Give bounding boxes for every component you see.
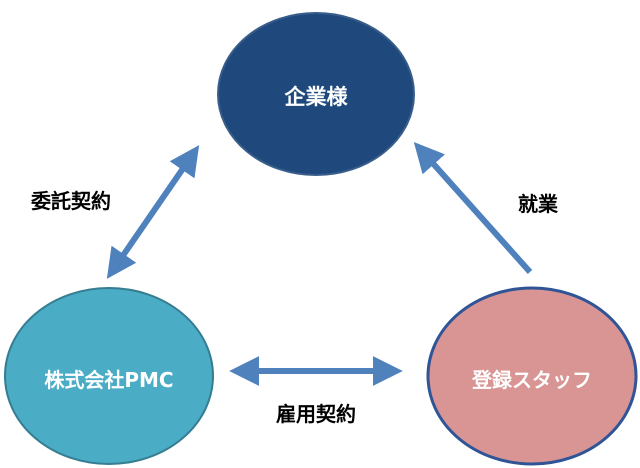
employment-label: 雇用契約 — [276, 402, 356, 426]
work-arrow — [413, 141, 533, 274]
staff-label: 登録スタッフ — [471, 368, 592, 392]
outsourcing-label: 委託契約 — [30, 189, 111, 213]
staff-node: 登録スタッフ — [426, 286, 638, 466]
outsourcing-arrow — [106, 145, 200, 279]
staff-ellipse — [426, 286, 638, 466]
client-ellipse — [217, 12, 415, 176]
work-label: 就業 — [518, 192, 559, 216]
pmc-label: 株式会社PMC — [44, 368, 173, 392]
pmc-ellipse — [4, 287, 214, 465]
pmc-node: 株式会社PMC — [4, 287, 214, 465]
client-label: 企業様 — [284, 85, 349, 109]
client-node: 企業様 — [217, 12, 415, 176]
